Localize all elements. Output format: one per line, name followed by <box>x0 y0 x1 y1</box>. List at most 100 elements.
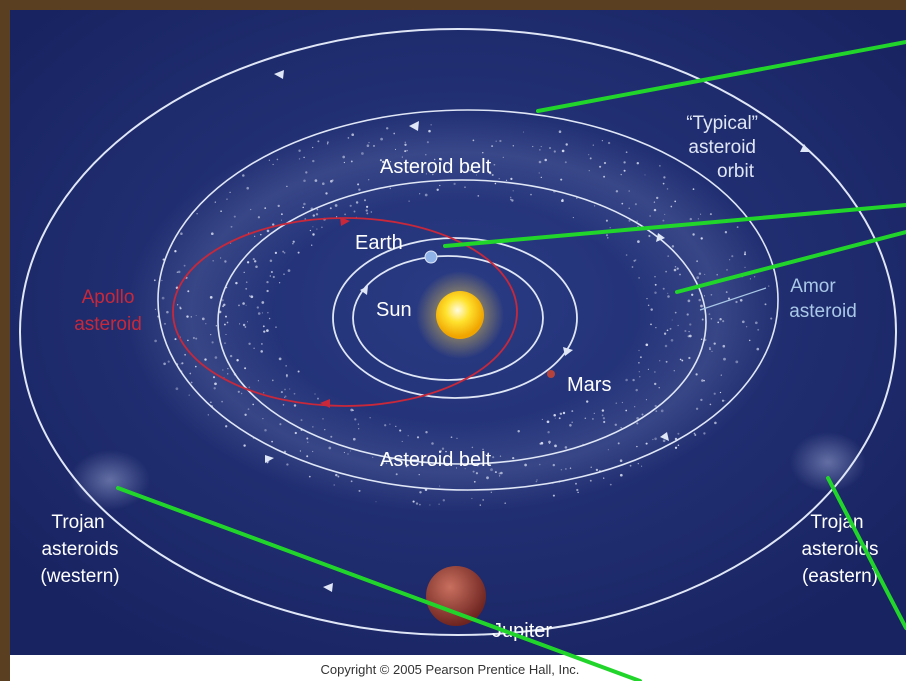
asteroid-speck <box>662 287 665 290</box>
asteroid-speck <box>272 275 275 279</box>
asteroid-speck <box>572 217 574 219</box>
asteroid-speck <box>524 463 527 467</box>
asteroid-speck <box>548 440 551 444</box>
asteroid-speck <box>257 312 261 315</box>
asteroid-speck <box>492 456 495 459</box>
asteroid-speck <box>535 480 538 483</box>
asteroid-speck <box>330 435 333 438</box>
asteroid-speck <box>655 327 657 329</box>
asteroid-speck <box>410 166 412 168</box>
asteroid-speck <box>619 473 623 477</box>
asteroid-speck <box>209 296 213 299</box>
asteroid-speck <box>590 466 592 468</box>
asteroid-speck <box>708 346 711 349</box>
asteroid-speck <box>709 403 712 406</box>
arrow-icon <box>656 233 665 242</box>
asteroid-speck <box>464 186 466 188</box>
asteroid-speck <box>161 279 163 282</box>
asteroid-speck <box>703 295 706 297</box>
asteroid-speck <box>719 391 722 394</box>
asteroid-belt-dots <box>153 124 773 506</box>
mars <box>547 370 555 378</box>
asteroid-speck <box>625 378 628 382</box>
asteroid-speck <box>641 465 643 467</box>
asteroid-speck <box>634 203 637 206</box>
asteroid-speck <box>575 482 577 485</box>
asteroid-speck <box>482 448 484 451</box>
asteroid-speck <box>552 463 556 467</box>
asteroid-speck <box>700 304 703 308</box>
asteroid-speck <box>713 342 716 345</box>
asteroid-speck <box>638 277 640 279</box>
arrow-icon <box>660 432 669 441</box>
asteroid-speck <box>187 290 190 293</box>
asteroid-speck <box>553 150 556 153</box>
asteroid-speck <box>601 140 603 142</box>
asteroid-speck <box>312 426 314 428</box>
asteroid-speck <box>195 365 197 368</box>
asteroid-speck <box>419 491 422 494</box>
asteroid-speck <box>636 220 638 222</box>
asteroid-speck <box>395 425 397 428</box>
asteroid-speck <box>423 455 426 458</box>
asteroid-speck <box>267 312 269 314</box>
asteroid-speck <box>560 178 563 181</box>
arrow-icon <box>340 217 350 226</box>
asteroid-speck <box>353 210 356 213</box>
asteroid-speck <box>605 234 609 237</box>
asteroid-speck <box>621 202 624 205</box>
asteroid-speck <box>673 268 677 272</box>
asteroid-speck <box>373 144 375 147</box>
asteroid-speck <box>180 363 182 365</box>
asteroid-speck <box>538 160 542 164</box>
asteroid-speck <box>647 368 649 370</box>
asteroid-speck <box>588 154 590 156</box>
asteroid-speck <box>472 470 475 473</box>
asteroid-speck <box>174 250 177 253</box>
asteroid-speck <box>384 424 387 427</box>
asteroid-speck <box>244 413 247 416</box>
asteroid-speck <box>696 260 698 263</box>
asteroid-speck <box>439 184 441 187</box>
asteroid-speck <box>189 372 192 375</box>
asteroid-speck <box>441 447 445 450</box>
asteroid-speck <box>408 200 410 202</box>
asteroid-speck <box>490 491 492 493</box>
asteroid-speck <box>368 179 370 181</box>
asteroid-speck <box>260 233 262 236</box>
asteroid-speck <box>404 143 407 146</box>
asteroid-speck <box>614 423 618 427</box>
asteroid-speck <box>659 165 661 167</box>
asteroid-speck <box>224 342 226 344</box>
asteroid-speck <box>304 218 307 220</box>
asteroid-speck <box>214 382 217 386</box>
asteroid-speck <box>654 283 657 286</box>
pointer-trojan-western <box>116 486 642 681</box>
asteroid-speck <box>322 182 325 185</box>
asteroid-speck <box>366 212 369 215</box>
asteroid-speck <box>322 418 324 420</box>
asteroid-speck <box>293 404 297 407</box>
sun-label: Sun <box>376 299 412 321</box>
asteroid-speck <box>602 417 606 420</box>
asteroid-speck <box>649 215 651 217</box>
asteroid-speck <box>245 281 248 284</box>
asteroid-speck <box>227 373 229 375</box>
asteroid-speck <box>283 273 285 275</box>
asteroid-speck <box>210 401 212 404</box>
asteroid-speck <box>399 429 402 432</box>
asteroid-speck <box>280 213 283 216</box>
asteroid-speck <box>510 177 513 180</box>
asteroid-speck <box>716 273 718 276</box>
asteroid-speck <box>749 278 751 280</box>
asteroid-speck <box>314 393 316 395</box>
asteroid-speck <box>245 304 247 306</box>
asteroid-speck <box>544 158 547 162</box>
asteroid-speck <box>381 160 385 164</box>
green-pointer-lines <box>116 40 906 681</box>
asteroid-speck <box>226 321 229 324</box>
asteroid-speck <box>625 254 628 256</box>
asteroid-speck <box>636 422 639 425</box>
arrow-icon <box>274 70 284 79</box>
